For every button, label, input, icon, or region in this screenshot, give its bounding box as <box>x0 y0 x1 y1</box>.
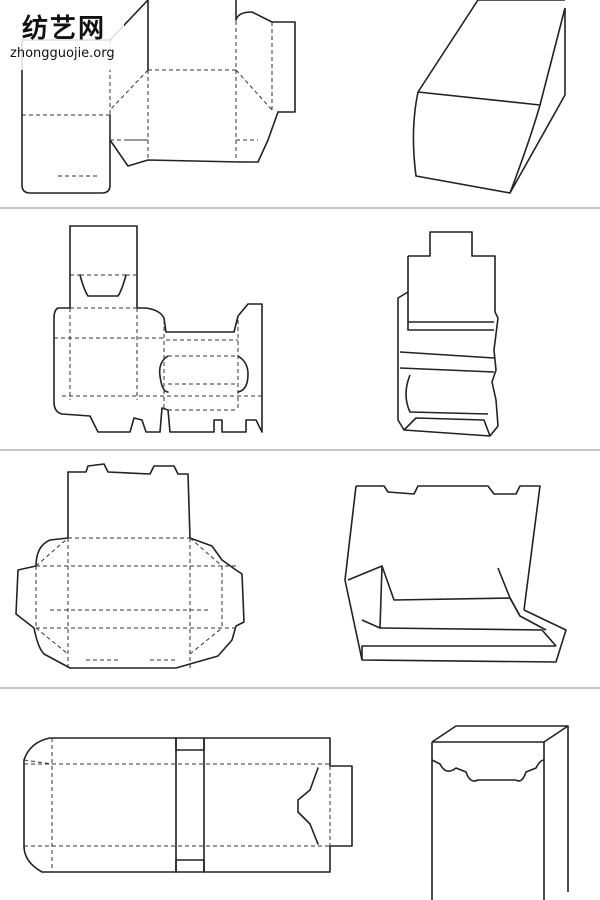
dieline-4 <box>23 737 353 873</box>
box-model-1 <box>412 0 566 194</box>
box-model-4 <box>431 725 569 900</box>
box-model-2 <box>397 231 499 437</box>
watermark: 纺艺网 zhongguojie.org <box>6 8 124 70</box>
watermark-title: 纺艺网 <box>22 14 107 44</box>
box-model-3 <box>344 485 567 663</box>
dieline-2 <box>53 225 263 433</box>
watermark-url: zhongguojie.org <box>10 46 115 61</box>
dieline-3 <box>15 463 245 669</box>
